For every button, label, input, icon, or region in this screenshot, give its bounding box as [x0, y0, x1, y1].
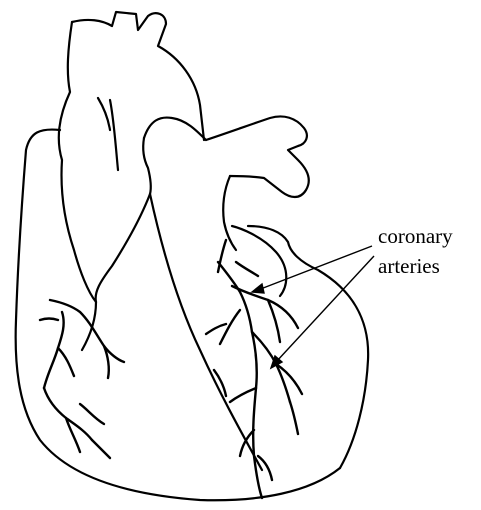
superior-vena-cava: [59, 22, 96, 302]
pointer-line-lower: [276, 256, 374, 362]
arrowhead-upper: [252, 284, 264, 293]
pulmonary-trunk: [143, 138, 151, 194]
label-coronary: coronary: [378, 224, 453, 248]
label-arteries: arteries: [378, 254, 440, 278]
aortic-arch: [72, 12, 204, 140]
right-atrium-outline: [16, 130, 340, 501]
left-coronary-artery: [218, 262, 262, 498]
